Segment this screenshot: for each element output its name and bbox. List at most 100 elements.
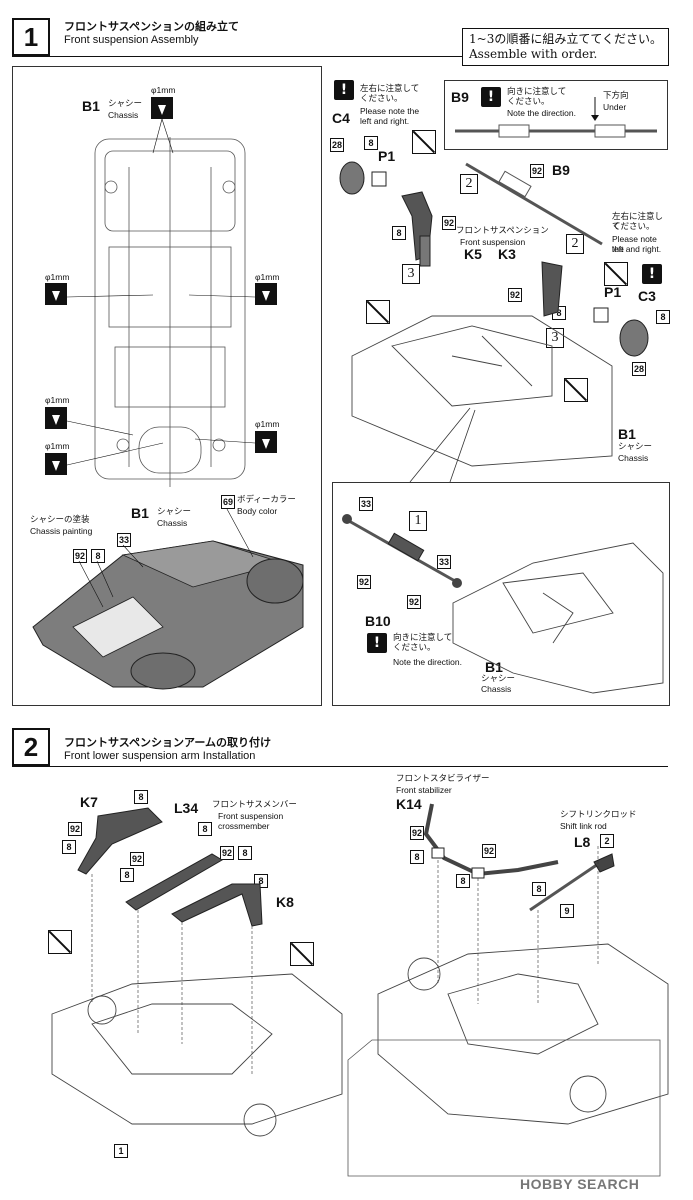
paint-code-badge: 28 (632, 362, 646, 376)
caution-icon: ! (481, 87, 501, 107)
step-1-rule (12, 56, 668, 57)
note-dir-jp-2: ください。 (507, 97, 550, 107)
no-glue-icon (564, 378, 588, 402)
order-mark-3: 3 (402, 264, 420, 284)
paint-code-badge: 92 (530, 164, 544, 178)
drill-icon (255, 283, 277, 305)
b1-jp-bottom: シャシー (481, 674, 516, 684)
shift-link-en: Shift link rod (560, 821, 607, 831)
paint-code-badge: 8 (62, 840, 76, 854)
shift-link-jp: シフトリンクロッド (560, 810, 637, 820)
drill-size-1: φ1mm (151, 85, 176, 95)
step-2-title-jp: フロントサスペンションアームの取り付け (64, 736, 272, 749)
under-en: Under (603, 102, 627, 112)
paint-code-badge: 92 (482, 844, 496, 858)
paint-code-badge: 8 (120, 868, 134, 882)
note-dir-en-b: Note the direction. (393, 657, 462, 667)
part-b9-label: B9 (552, 162, 570, 178)
chassis-painting-drawing (32, 508, 304, 690)
drill-icon (45, 283, 67, 305)
crossmember-en-2: crossmember (218, 821, 270, 831)
no-glue-icon (366, 300, 390, 324)
part-p1-label: P1 (378, 148, 396, 164)
b1-jp-top: シャシー (108, 99, 143, 109)
order-mark-1: 1 (409, 511, 427, 531)
paint-code-badge: 8 (91, 549, 105, 563)
body-color-code: 69 (221, 495, 235, 509)
paint-code-badge: 33 (437, 555, 451, 569)
front-susp-jp: フロントサスペンション (456, 226, 549, 236)
order-mark-2: 2 (460, 174, 478, 194)
paint-code-badge: 92 (442, 216, 456, 230)
paint-code-badge: 8 (456, 874, 470, 888)
part-p1-right-label: P1 (604, 284, 622, 300)
paint-code-badge: 8 (198, 822, 212, 836)
b9-inset: B9 ! 向きに注意して ください。 Note the direction. 下… (444, 80, 668, 150)
drill-icon (45, 453, 67, 475)
drill-size-6: φ1mm (255, 419, 280, 429)
part-k7-label: K7 (80, 794, 98, 810)
note-lr-jp-r2: ください。 (612, 222, 655, 232)
crossmember-en-1: Front suspension (218, 811, 284, 821)
part-b9-inset-label: B9 (451, 89, 469, 105)
drill-size-3: φ1mm (255, 272, 280, 282)
paint-code-badge: 8 (532, 882, 546, 896)
no-glue-icon (48, 930, 72, 954)
step-1-number: 1 (12, 18, 50, 56)
paint-code-badge: 33 (359, 497, 373, 511)
note-lr-en-r1: Please note the (612, 234, 657, 254)
no-glue-icon (412, 130, 436, 154)
order-mark-2-right: 2 (566, 234, 584, 254)
stabilizer-jp: フロントスタビライザー (396, 774, 490, 784)
part-b1-bottom-label: B1 (485, 659, 503, 675)
note-lr-en-1: Please note the (360, 106, 420, 116)
note-lr-jp-r1: 左右に注意して (612, 212, 664, 232)
paint-code-badge: 92 (410, 826, 424, 840)
step-1-title-en: Front suspension Assembly (64, 34, 199, 46)
note-dir-jp-1: 向きに注意して (507, 87, 567, 97)
part-c3-label: C3 (638, 288, 656, 304)
paint-code-badge: 8 (656, 310, 670, 324)
under-jp: 下方向 (603, 91, 629, 101)
chassis-painting-jp: シャシーの塗装 (30, 515, 90, 525)
step-2-left-panel: K7 8 L34 フロントサスメンバー Front suspension cro… (12, 774, 348, 1172)
no-glue-icon (604, 262, 628, 286)
paint-code-badge: 9 (560, 904, 574, 918)
b1-label-top: B1 (82, 98, 100, 114)
step-2-title-en: Front lower suspension arm Installation (64, 750, 256, 762)
assembly-order-note: 1~3の順番に組み立ててください。 Assemble with order. (462, 28, 669, 66)
step-2-right-panel: フロントスタビライザー Front stabilizer K14 シフトリンクロ… (348, 774, 669, 1172)
note-dir-en: Note the direction. (507, 108, 576, 118)
part-b1-label: B1 (618, 426, 636, 442)
stabilizer-b10-drawing (342, 514, 664, 694)
note-dir-jp-1b: 向きに注意して (393, 633, 453, 643)
order-note-jp: 1~3の順番に組み立ててください。 (469, 32, 662, 46)
caution-icon: ! (334, 80, 354, 100)
paint-code-badge: 92 (220, 846, 234, 860)
paint-code-badge: 92 (407, 595, 421, 609)
note-lr-jp-1: 左右に注意して (360, 84, 420, 94)
body-color-en: Body color (237, 506, 278, 516)
chassis-top-view-drawing (66, 118, 256, 487)
b1-en-bottom: Chassis (481, 684, 512, 694)
step-1-right-top-panel: ! 左右に注意して ください。 Please note the left and… (330, 66, 670, 468)
paint-code-badge: 8 (134, 790, 148, 804)
note-lr-en-2: left and right. (360, 116, 410, 126)
no-glue-icon (290, 942, 314, 966)
lower-arm-installation-drawing (51, 807, 343, 1137)
b9-inset-drawing (455, 97, 657, 138)
paint-code-badge: 8 (364, 136, 378, 150)
paint-code-badge: 8 (238, 846, 252, 860)
step-2-number: 2 (12, 728, 50, 766)
front-suspension-assembly-drawing (339, 161, 649, 467)
order-note-en: Assemble with order. (469, 47, 598, 61)
part-c4-label: C4 (332, 110, 350, 126)
paint-code-badge: 92 (130, 852, 144, 866)
part-l34-label: L34 (174, 800, 199, 816)
body-color-jp: ボディーカラー (237, 495, 296, 505)
note-dir-jp-2b: ください。 (393, 643, 436, 653)
paint-code-badge: 28 (330, 138, 344, 152)
note-lr-en-r2: left and right. (612, 244, 662, 254)
step-1-title-jp: フロントサスペンションの組み立て (64, 20, 240, 33)
part-k8-label: K8 (276, 894, 294, 910)
